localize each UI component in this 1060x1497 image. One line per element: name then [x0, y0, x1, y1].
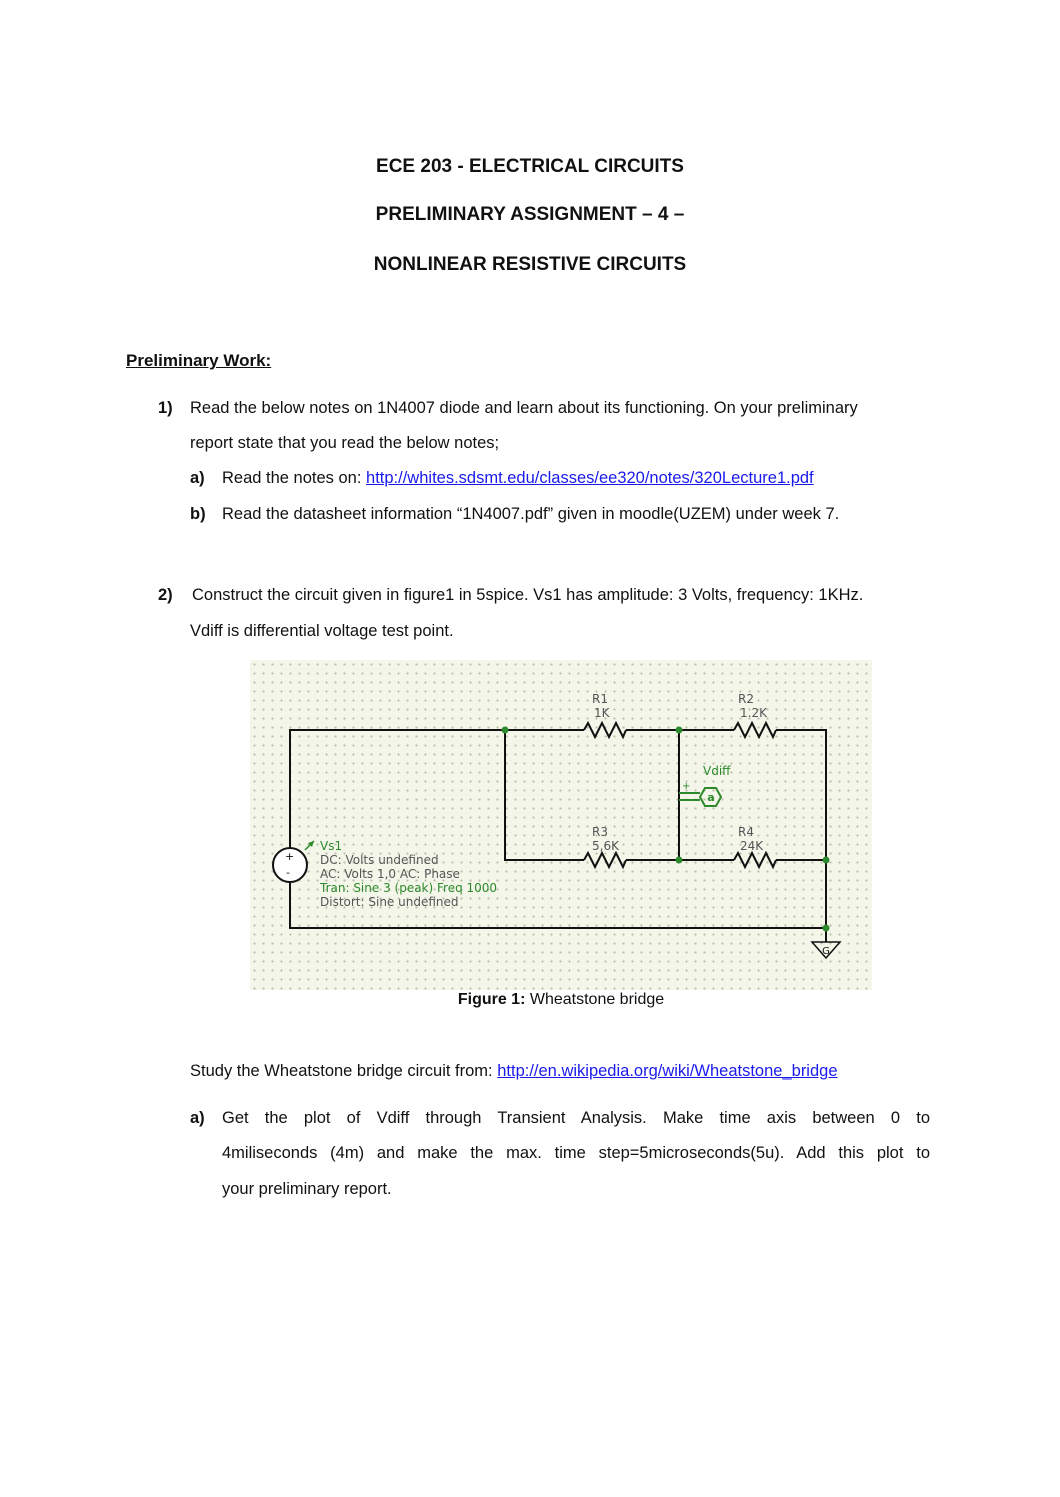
r1-value: 1K [594, 706, 611, 720]
wire-inner-left [504, 730, 584, 861]
wire-left-top [289, 729, 505, 848]
title-line-3: NONLINEAR RESISTIVE CIRCUITS [373, 254, 687, 275]
figure-caption-label: Figure 1: [457, 991, 526, 1008]
vdiff-label: Vdiff [703, 764, 731, 778]
node-bottom-right [822, 856, 830, 864]
vdiff-probe [679, 787, 723, 807]
lecture-notes-link[interactable]: http://whites.sdsmt.edu/classes/ee320/no… [366, 469, 814, 487]
node-top-middle [675, 726, 683, 734]
node-ground [822, 924, 830, 932]
section-heading: Preliminary Work: [126, 351, 272, 370]
item-1-line-2: report state that you read the below not… [190, 434, 500, 452]
wikipedia-link[interactable]: http://en.wikipedia.org/wiki/Wheatstone_… [497, 1062, 838, 1080]
item-1a-label: a) [190, 469, 205, 487]
resistor-r1 [583, 720, 627, 740]
task-a-label: a) [190, 1109, 205, 1127]
node-bottom-middle [675, 856, 683, 864]
study-line: Study the Wheatstone bridge circuit from… [190, 1060, 838, 1082]
task-a-line-3: your preliminary report. [222, 1180, 392, 1198]
item-1a-text: Read the notes on: [222, 469, 367, 487]
task-a-line-1: Get the plot of Vdiff through Transient … [222, 1109, 930, 1127]
wire-r4-down [776, 859, 827, 928]
r4-value: 24K [740, 839, 764, 853]
r3-value: 5,6K [592, 839, 620, 853]
figure-caption-text: Wheatstone bridge [525, 991, 665, 1008]
r3-name: R3 [592, 825, 608, 839]
item-1a-line: Read the notes on: http://whites.sdsmt.e… [222, 467, 814, 489]
circuit-schematic: a + Vdiff + - G R1 1K R2 1.2K R3 5,6K R4… [250, 660, 872, 990]
schematic-drawing: a + Vdiff + - G R1 1K R2 1.2K R3 5,6K R4… [272, 692, 842, 960]
item-2-line-2: Vdiff is differential voltage test point… [190, 622, 454, 640]
vs1-dc: DC: Volts undefined [320, 853, 439, 867]
r1-name: R1 [592, 692, 608, 706]
vdiff-symbol: a [707, 791, 714, 804]
item-1b-label: b) [190, 505, 206, 523]
vs1-name: Vs1 [320, 839, 342, 853]
r2-value: 1.2K [740, 706, 768, 720]
figure-caption: Figure 1: Wheatstone bridge [0, 991, 1060, 1009]
vs1-distort: Distort: Sine undefined [320, 895, 459, 909]
ground-label: G [822, 946, 830, 957]
task-a-line-2: 4miliseconds (4m) and make the max. time… [222, 1144, 930, 1162]
voltage-source-vs1 [272, 840, 315, 883]
resistor-r2 [733, 720, 777, 740]
resistor-r4 [733, 850, 777, 870]
r4-name: R4 [738, 825, 754, 839]
vs1-minus: - [286, 866, 290, 879]
item-1-number: 1) [158, 399, 173, 417]
title-line-1: ECE 203 - ELECTRICAL CIRCUITS [376, 156, 684, 177]
wire-bottom [289, 882, 826, 929]
node-top-left [501, 726, 509, 734]
wire-r2-right [776, 729, 827, 860]
vs1-ac: AC: Volts 1,0 AC: Phase [320, 867, 460, 881]
r2-name: R2 [738, 692, 754, 706]
item-2-number: 2) [158, 586, 173, 604]
vs1-plus: + [285, 850, 294, 863]
vdiff-plus: + [682, 781, 690, 792]
item-1-line-1: Read the below notes on 1N4007 diode and… [190, 399, 858, 417]
ground-symbol [810, 941, 842, 960]
vs1-tran: Tran: Sine 3 (peak) Freq 1000 [319, 881, 497, 895]
item-1b-text: Read the datasheet information “1N4007.p… [222, 505, 840, 523]
item-2-line-1: Construct the circuit given in figure1 i… [192, 586, 864, 604]
title-line-2: PRELIMINARY ASSIGNMENT – 4 – [375, 204, 685, 225]
study-text: Study the Wheatstone bridge circuit from… [190, 1062, 498, 1080]
resistor-r3 [583, 850, 627, 870]
